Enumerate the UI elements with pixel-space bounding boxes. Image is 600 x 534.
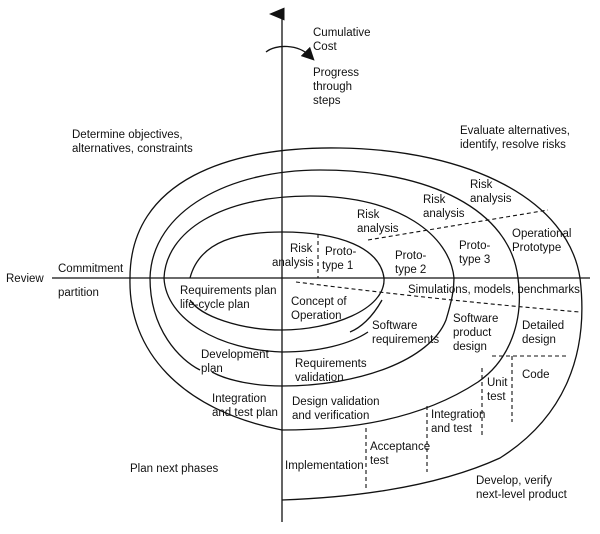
spiral-loop-outer <box>129 147 583 501</box>
implementation-label: Implementation <box>285 460 364 472</box>
review-label: Review <box>6 273 44 285</box>
spiral-loop-left-3 <box>149 277 201 371</box>
spiral-loop-2-tail <box>211 277 455 387</box>
code-label: Code <box>522 369 550 381</box>
spiral-loop-2 <box>163 195 455 279</box>
prototype-3-label: Proto-type 3 <box>459 240 490 266</box>
spiral-loop-left-outer <box>129 277 283 431</box>
spiral-loop-left-2 <box>163 277 369 353</box>
quadrant-top-right-label: Evaluate alternatives,identify, resolve … <box>460 125 570 151</box>
quadrant-top-left-label: Determine objectives,alternatives, const… <box>72 129 193 155</box>
spiral-loop-3 <box>149 169 520 431</box>
simulation-divider <box>295 281 581 313</box>
risk-divider-diagonal <box>367 209 549 241</box>
spiral-loop-1 <box>189 231 385 331</box>
partition-label: partition <box>58 287 99 299</box>
prototype-1-label: Proto-type 1 <box>322 246 356 272</box>
spiral-loop-1-inner-tail <box>349 299 383 333</box>
quadrant-bottom-left-label: Plan next phases <box>130 463 218 475</box>
simulations-label: Simulations, models, benchmarks <box>408 284 580 296</box>
commitment-label: Commitment <box>58 263 124 275</box>
progress-curl-arrow <box>265 45 315 61</box>
prototype-2-label: Proto-type 2 <box>395 250 426 276</box>
